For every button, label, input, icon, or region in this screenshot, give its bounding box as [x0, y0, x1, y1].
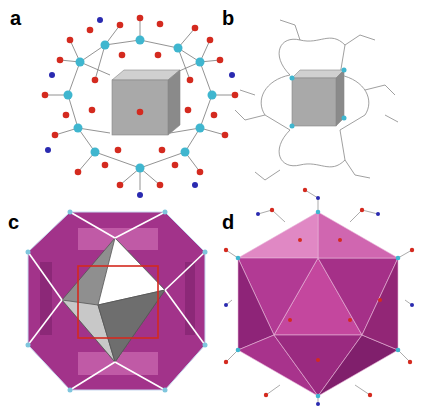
inner-octahedron-c	[62, 238, 165, 362]
spokes-c	[28, 212, 205, 390]
panel-letter: c	[8, 212, 19, 232]
icosahedron-d	[238, 212, 398, 396]
square-c	[78, 266, 158, 338]
outer-polyhedron-c	[28, 212, 205, 390]
metal-atoms-b	[290, 68, 347, 129]
oxygen-atoms-d	[224, 188, 414, 397]
framework-a	[45, 18, 235, 190]
panel-letter: d	[222, 212, 234, 232]
metal-atoms-a	[64, 36, 217, 173]
ligands-d	[226, 190, 412, 404]
linkers-b	[235, 20, 398, 180]
vertex-atoms-c	[26, 210, 208, 393]
panel-letter: a	[10, 8, 21, 28]
cube-a	[112, 70, 180, 135]
panel-letter: b	[222, 8, 234, 28]
nitrogen-atoms-d	[224, 196, 414, 406]
nitrogen-atoms-a	[45, 17, 235, 198]
metal-atoms-d	[236, 210, 401, 399]
oxygen-atoms-a	[42, 15, 239, 189]
cube-b	[292, 70, 344, 126]
